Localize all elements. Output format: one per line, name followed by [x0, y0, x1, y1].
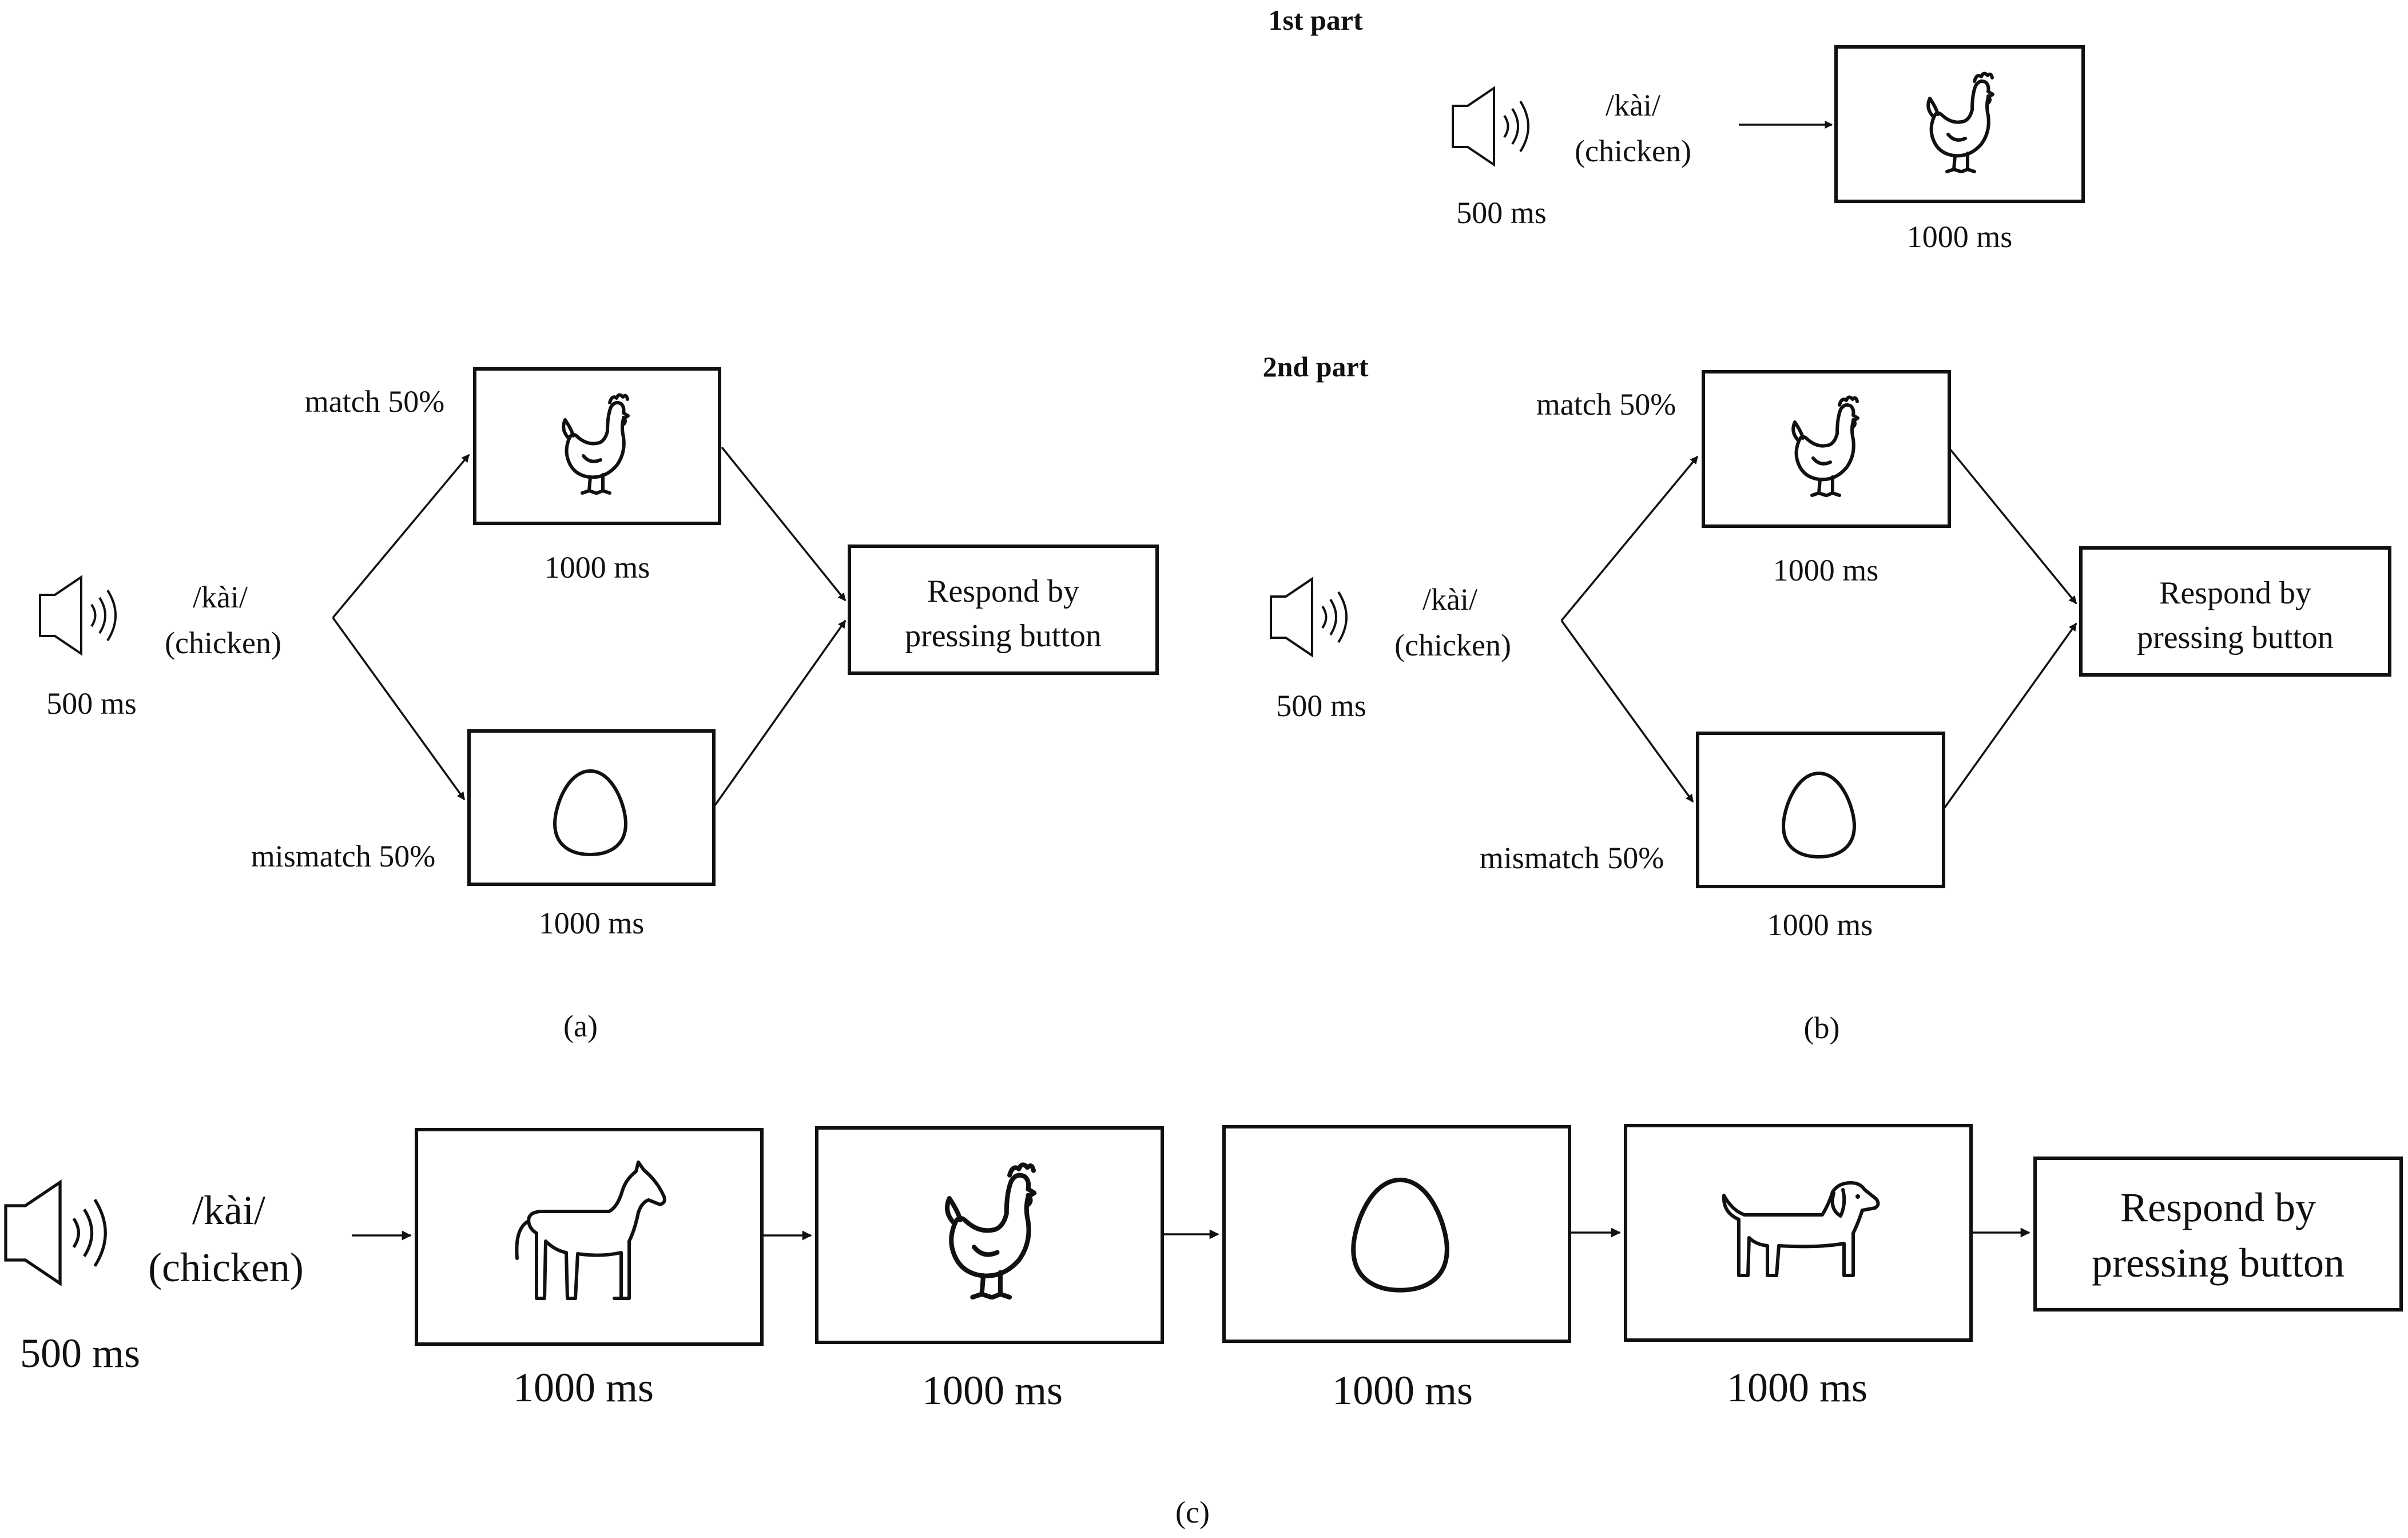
panel-a-match-label: match 50% [305, 384, 444, 419]
panel-c-sound-gloss: (chicken) [148, 1245, 304, 1290]
panel-b-respond-box [2079, 546, 2391, 677]
part1-sound-gloss: (chicken) [1575, 134, 1691, 168]
panel-c-caption: (c) [1175, 1495, 1210, 1529]
panel-a-mismatch-label: mismatch 50% [251, 839, 435, 873]
panel-b-sound-gloss: (chicken) [1394, 628, 1511, 662]
panel-b-sound-duration: 500 ms [1276, 689, 1366, 723]
part2-title: 2nd part [1263, 351, 1369, 383]
panel-a-mismatch-box [467, 729, 716, 886]
panel-c-picture-box-3 [1222, 1125, 1571, 1343]
panel-a-sound-duration: 500 ms [46, 686, 137, 721]
panel-b-respond-line2: pressing button [2137, 620, 2334, 655]
panel-c-picture-box-4 [1624, 1124, 1973, 1342]
panel-c-picture-2-duration: 1000 ms [922, 1368, 1063, 1413]
panel-a-match-box [473, 367, 721, 525]
panel-b-mismatch-arrow [1560, 619, 1694, 803]
speaker-icon [6, 1182, 105, 1283]
panel-c-respond-line1: Respond by [2120, 1185, 2316, 1230]
panel-c-respond-line2: pressing button [2092, 1240, 2345, 1286]
panel-c-sound-word: /kài/ [192, 1187, 265, 1233]
panel-b-mismatch-label: mismatch 50% [1480, 841, 1664, 875]
speaker-icon [1270, 578, 1348, 657]
panel-c-picture-3-duration: 1000 ms [1332, 1368, 1473, 1413]
panel-c-respond-box [2033, 1157, 2403, 1312]
panel-b-match-arrow [1560, 455, 1699, 622]
panel-a-mismatch-arrow [332, 617, 466, 801]
panel-a-mismatch-to-respond-arrow [714, 619, 847, 806]
part1-picture-duration: 1000 ms [1907, 220, 2013, 254]
panel-c-picture-box-1 [415, 1128, 764, 1346]
panel-a-sound-gloss: (chicken) [165, 626, 281, 660]
panel-a-respond-line1: Respond by [927, 574, 1079, 609]
part1-title: 1st part [1268, 4, 1363, 36]
speaker-icon [39, 576, 117, 655]
panel-a: /kài/ (chicken) 500 ms match 50% 1000 ms… [39, 367, 1159, 1043]
panel-a-respond-box [848, 545, 1159, 675]
panel-a-caption: (a) [563, 1009, 598, 1043]
panel-b-caption: (b) [1804, 1011, 1840, 1045]
panel-a-mismatch-duration: 1000 ms [539, 906, 645, 940]
panel-a-match-arrow [332, 454, 470, 619]
panel-b-mismatch-duration: 1000 ms [1767, 908, 1873, 942]
panel-c-sound-duration: 500 ms [20, 1330, 140, 1376]
part1-section: 1st part /kài/ (chicken) 500 ms 1000 ms [1268, 4, 2085, 254]
panel-a-respond-line2: pressing button [905, 618, 1102, 654]
panel-a-match-to-respond-arrow [721, 446, 847, 602]
panel-b-respond-line1: Respond by [2159, 575, 2311, 611]
panel-b-mismatch-to-respond-arrow [1944, 622, 2077, 809]
panel-c-picture-4-duration: 1000 ms [1727, 1365, 1867, 1410]
panel-b-mismatch-box [1696, 732, 1945, 888]
panel-b: /kài/ (chicken) 500 ms match 50% 1000 ms… [1270, 370, 2391, 1045]
panel-b-match-to-respond-arrow [1949, 448, 2077, 605]
part1-picture-box [1834, 45, 2085, 203]
panel-c: /kài/ (chicken) 500 ms 1000 ms 1000 ms 1… [6, 1124, 2403, 1529]
panel-b-match-label: match 50% [1536, 387, 1676, 422]
panel-a-match-duration: 1000 ms [545, 550, 650, 585]
speaker-icon [1452, 87, 1529, 166]
panel-b-match-duration: 1000 ms [1773, 553, 1879, 587]
panel-c-picture-box-2 [815, 1126, 1164, 1344]
panel-c-picture-1-duration: 1000 ms [513, 1365, 654, 1410]
panel-a-sound-word: /kài/ [193, 580, 248, 614]
panel-b-sound-word: /kài/ [1422, 582, 1477, 617]
part1-sound-word: /kài/ [1606, 88, 1660, 122]
panel-b-match-box [1702, 370, 1951, 528]
part1-sound-duration: 500 ms [1456, 196, 1547, 230]
